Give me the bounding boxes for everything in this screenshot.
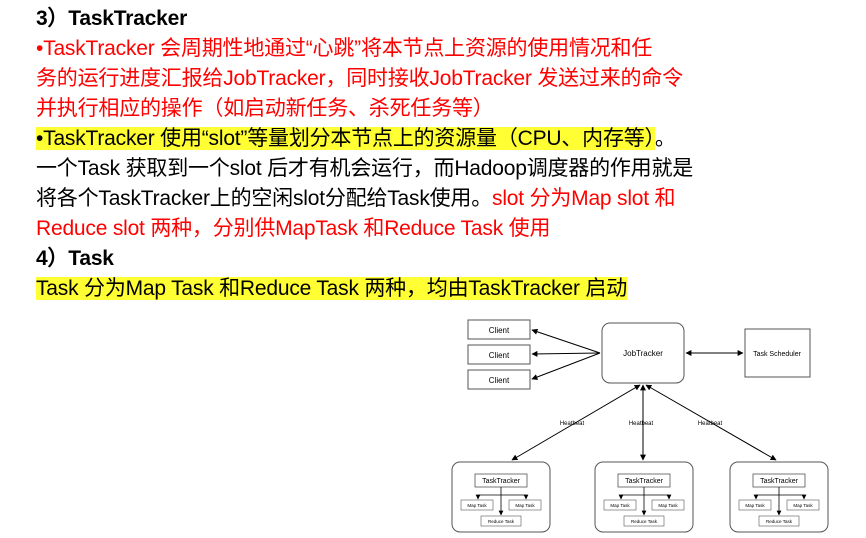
reduce-task-label-1: Reduce Task [488,519,515,524]
client-label-3: Client [489,376,510,385]
tasktracker-label-2: TaskTracker [625,478,664,485]
heartbeat-label-2: Heatbeat [629,421,654,427]
p2-line-2: 一个Task 获取到一个slot 后才有机会运行，而Hadoop调度器的作用就是 [36,157,694,180]
heading-tasktracker: 3）TaskTracker [36,7,188,30]
p1-line-2: 务的运行进度汇报给JobTracker，同时接收JobTracker 发送过来的… [36,67,683,90]
jobtracker-label: JobTracker [623,349,663,358]
heading-task: 4）Task [36,247,114,270]
p2-line-4: Reduce slot 两种，分别供MapTask 和Reduce Task 使… [36,217,551,240]
p2-line-1-end: 。 [654,127,676,150]
p2-line-3: 将各个TaskTracker上的空闲slot分配给Task使用。slot 分为M… [36,184,676,214]
heartbeat-label-1: Heatbeat [560,421,585,427]
task-line: Task 分为Map Task 和Reduce Task 两种，均由TaskTr… [36,274,627,304]
p1-line-3: 并执行相应的操作（如启动新任务、杀死任务等） [36,97,494,120]
client-label-1: Client [489,326,510,335]
heartbeat-arrow-1 [511,384,641,461]
heartbeat-label-3: Heatbeat [698,421,723,427]
tasktracker-group-2: TaskTracker Map Task Map Task Reduce Tas… [594,461,694,533]
map-task-label-2b: Map Task [658,503,678,508]
p2-line-1-highlight: •TaskTracker 使用“slot”等量划分本节点上的资源量（CPU、内存… [36,127,655,150]
map-task-label-2a: Map Task [610,503,630,508]
reduce-task-label-3: Reduce Task [766,519,793,524]
p2-line-1: •TaskTracker 使用“slot”等量划分本节点上的资源量（CPU、内存… [36,124,676,154]
client-box-1: Client [467,319,531,340]
client-label-2: Client [489,351,510,360]
p2-line-3-red: slot 分为Map slot 和 [492,187,676,210]
task-line-highlight: Task 分为Map Task 和Reduce Task 两种，均由TaskTr… [36,277,627,300]
scheduler-label: Task Scheduler [753,351,802,358]
tasktracker-label-1: TaskTracker [482,478,521,485]
scheduler-box: Task Scheduler [744,328,811,378]
tasktracker-group-3: TaskTracker Map Task Map Task Reduce Tas… [729,461,829,533]
arrow-client-1 [531,328,601,354]
tasktracker-label-3: TaskTracker [760,478,799,485]
client-box-2: Client [467,344,531,365]
p1-line-1: •TaskTracker 会周期性地通过“心跳”将本节点上资源的使用情况和任 [36,37,653,60]
map-task-label-1b: Map Task [515,503,535,508]
map-task-label-3b: Map Task [793,503,813,508]
arrow-client-3 [531,352,601,380]
jobtracker-box: JobTracker [601,322,685,384]
client-box-3: Client [467,369,531,390]
p2-line-3-black: 将各个TaskTracker上的空闲slot分配给Task使用。 [36,187,493,210]
map-task-label-3a: Map Task [745,503,765,508]
map-task-label-1a: Map Task [467,503,487,508]
architecture-diagram: Client Client Client JobTracker Task Sch… [451,319,829,533]
reduce-task-label-2: Reduce Task [631,519,658,524]
arrow-client-2 [531,350,601,357]
tasktracker-group-1: TaskTracker Map Task Map Task Reduce Tas… [451,461,551,533]
heartbeat-arrow-3 [645,384,777,461]
